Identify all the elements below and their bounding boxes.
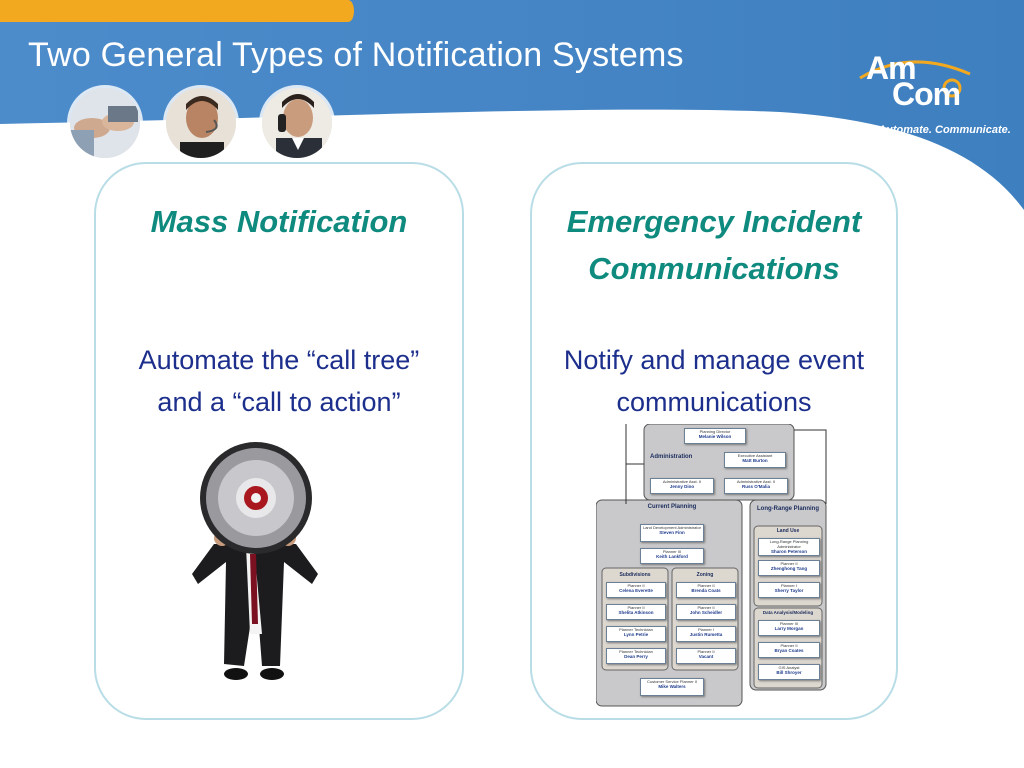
org-group-title: Subdivisions: [619, 572, 651, 578]
org-section-title: Long-Range Planning: [757, 506, 819, 512]
card-body-line: Automate the “call tree”: [138, 345, 420, 375]
header-band: [0, 0, 1024, 210]
org-chart-image: Planning Director Melanie Wilson Adminis…: [596, 424, 836, 708]
card-body: Notify and manage event communications: [532, 339, 896, 423]
phone-caller-photo-icon: [262, 88, 332, 158]
logo-am-text: Am: [866, 50, 917, 86]
slide-title: Two General Types of Notification System…: [28, 36, 684, 74]
org-group-title: Data Analysis/Modeling: [762, 610, 814, 615]
card-body-line: communications: [616, 387, 812, 417]
org-node: Executive Assistant Matt Burton: [724, 452, 786, 468]
card-title-line: Mass Notification: [150, 204, 408, 239]
card-title-line: Emergency Incident: [566, 204, 862, 239]
org-node: Administrative Asst. II Jenny Dino: [650, 478, 714, 494]
mass-notification-card: Mass Notification Automate the “call tre…: [94, 162, 464, 720]
card-body-line: and a “call to action”: [157, 387, 401, 417]
card-body-line: Notify and manage event: [563, 345, 865, 375]
org-node: Land Development Administrator Steven Fi…: [640, 524, 704, 542]
emergency-incident-card: Emergency Incident Communications Notify…: [530, 162, 898, 720]
org-section-title: Current Planning: [647, 504, 697, 510]
headset-operator-photo-icon: [166, 88, 236, 158]
card-body: Automate the “call tree” and a “call to …: [96, 339, 462, 423]
org-node: Administrative Asst. II Russ O'Malia: [724, 478, 788, 494]
org-group-title: Zoning: [696, 572, 714, 578]
orange-accent-bar: [0, 0, 354, 22]
handshake-photo-icon: [70, 88, 140, 158]
org-node: Planning Director Melanie Wilson: [684, 428, 746, 444]
megaphone-man-image-icon: [192, 442, 318, 680]
org-node: Planner III Keith Lankford: [640, 548, 704, 564]
org-section-title: Administration: [650, 454, 693, 460]
card-title: Emergency Incident Communications: [532, 198, 896, 292]
org-node: Customer Service Planner II Mike Walters: [640, 678, 704, 696]
org-group-title: Land Use: [776, 528, 800, 534]
logo-com-text: Com: [892, 76, 961, 112]
logo-tagline: Integrate. Automate. Communicate.: [826, 124, 1011, 136]
amcom-logo: Am Com: [840, 44, 990, 144]
card-title: Mass Notification: [96, 198, 462, 245]
card-title-line: Communications: [588, 251, 840, 286]
